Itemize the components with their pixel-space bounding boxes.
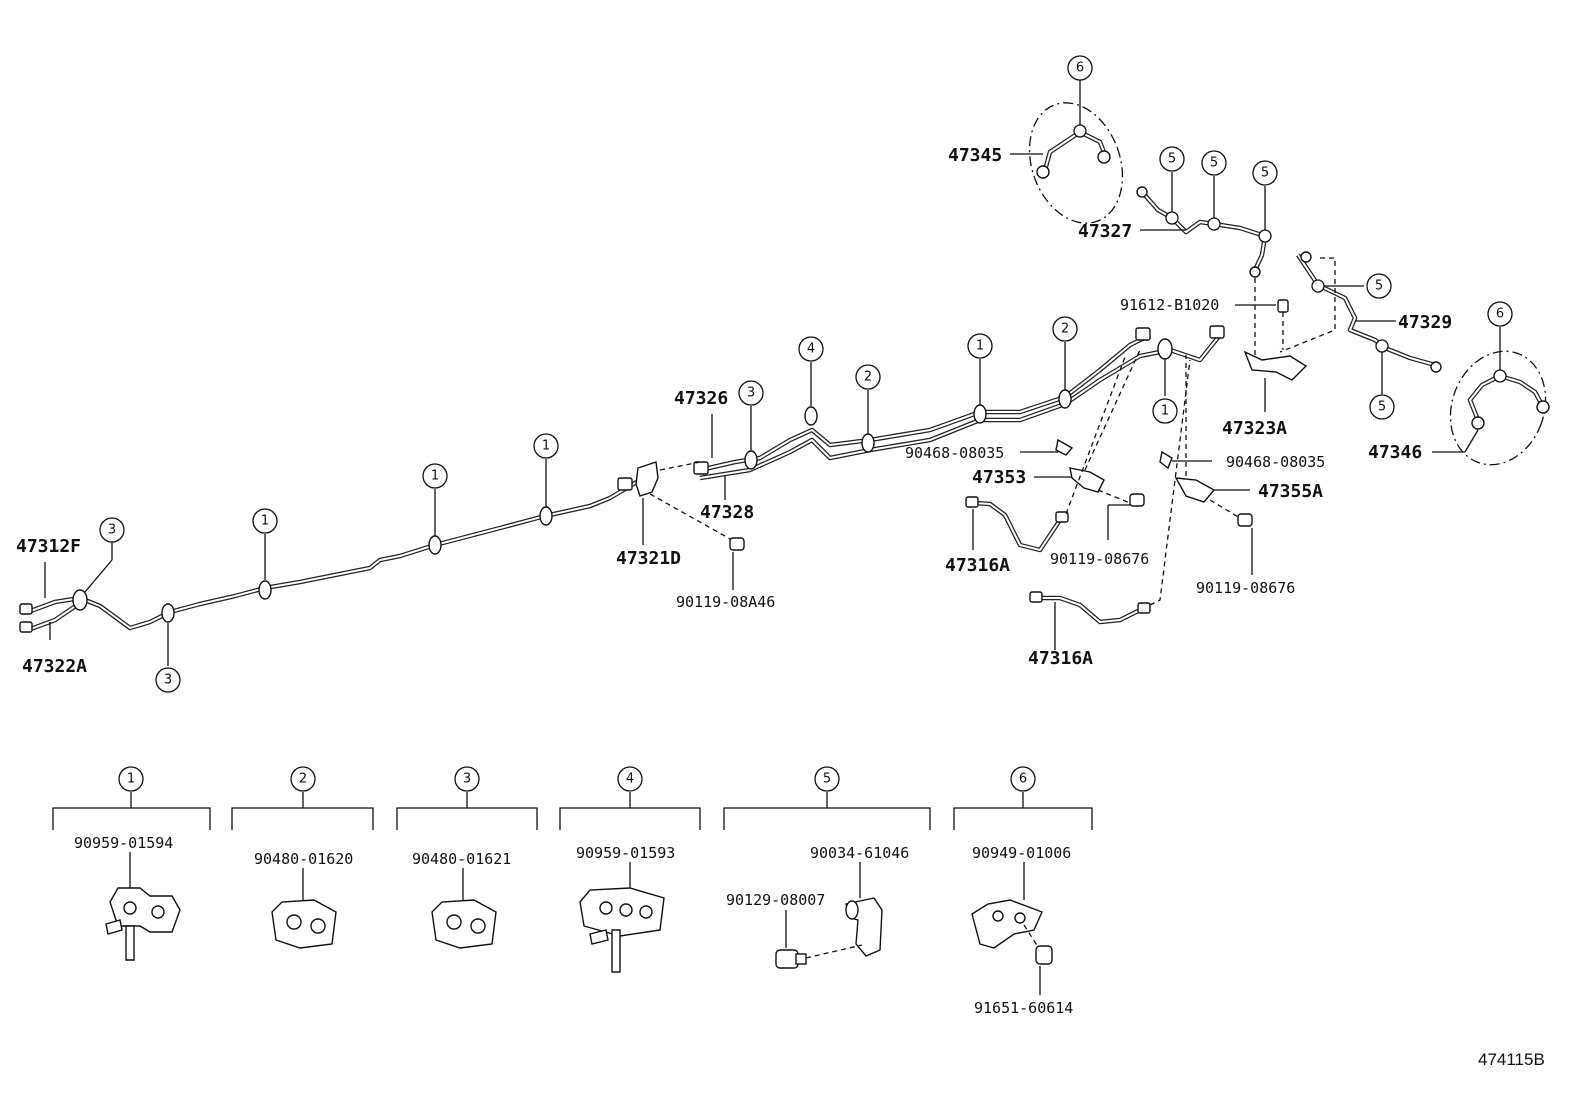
hose-47345-group bbox=[1010, 80, 1124, 224]
reference-code: 474115B bbox=[1478, 1050, 1545, 1069]
svg-text:2: 2 bbox=[864, 370, 872, 385]
clamp-1-drawing bbox=[105, 852, 181, 961]
label-90119-08A46: 90119-08A46 bbox=[676, 593, 775, 611]
label-47327: 47327 bbox=[1078, 221, 1132, 242]
legend-part-4: 90959-01593 bbox=[576, 844, 675, 862]
callout-1a: 1 bbox=[967, 333, 993, 359]
callout-1d: 1 bbox=[422, 463, 448, 489]
tube-47327 bbox=[1136, 172, 1272, 355]
svg-text:5: 5 bbox=[1261, 166, 1269, 181]
legend-part-5-bolt: 90129-08007 bbox=[726, 891, 825, 909]
label-47321D: 47321D bbox=[616, 548, 681, 569]
label-47312F: 47312F bbox=[16, 536, 81, 557]
svg-text:1: 1 bbox=[542, 439, 550, 454]
label-90468-08035-b: 90468-08035 bbox=[1226, 453, 1325, 471]
bracket-47321D bbox=[635, 461, 745, 590]
bracket-47323A bbox=[1235, 299, 1308, 412]
label-47355A: 47355A bbox=[1258, 481, 1323, 502]
callout-3b: 3 bbox=[99, 517, 125, 543]
callout-2a: 2 bbox=[1052, 316, 1078, 342]
label-47316A-b: 47316A bbox=[1028, 648, 1093, 669]
callout-6b: 6 bbox=[1487, 301, 1513, 327]
hose-47346-group bbox=[1432, 327, 1550, 466]
label-47323A: 47323A bbox=[1222, 418, 1287, 439]
label-91612-B1020: 91612-B1020 bbox=[1120, 296, 1219, 314]
label-90468-08035-a: 90468-08035 bbox=[905, 444, 1004, 462]
label-47345: 47345 bbox=[948, 145, 1002, 166]
legend-callout-6: 6 bbox=[1010, 766, 1036, 792]
svg-text:1: 1 bbox=[1161, 404, 1169, 419]
callout-5b: 5 bbox=[1201, 150, 1227, 176]
svg-text:2: 2 bbox=[1061, 322, 1069, 337]
callout-2b: 2 bbox=[855, 364, 881, 390]
part-labels: 47345 47327 91612-B1020 47329 47323A 473… bbox=[16, 145, 1452, 677]
callout-3c: 3 bbox=[155, 667, 181, 693]
label-47322A: 47322A bbox=[22, 656, 87, 677]
callout-6a: 6 bbox=[1067, 55, 1093, 81]
svg-text:1: 1 bbox=[976, 339, 984, 354]
callout-5d: 5 bbox=[1366, 273, 1392, 299]
svg-text:3: 3 bbox=[747, 386, 755, 401]
main-brake-tube bbox=[19, 325, 1225, 633]
bracket-47353 bbox=[1020, 349, 1145, 540]
svg-text:5: 5 bbox=[823, 772, 831, 787]
callout-5c: 5 bbox=[1252, 160, 1278, 186]
svg-text:6: 6 bbox=[1019, 772, 1027, 787]
legend-part-1: 90959-01594 bbox=[74, 834, 173, 852]
label-90119-08676-a: 90119-08676 bbox=[1050, 550, 1149, 568]
legend-part-5: 90034-61046 bbox=[810, 844, 909, 862]
legend-part-6-bolt: 91651-60614 bbox=[974, 999, 1073, 1017]
svg-text:6: 6 bbox=[1496, 307, 1504, 322]
legend-callout-4: 4 bbox=[617, 766, 643, 792]
svg-text:5: 5 bbox=[1210, 156, 1218, 171]
tube-47329 bbox=[1279, 251, 1442, 394]
callout-4a: 4 bbox=[798, 336, 824, 362]
svg-text:1: 1 bbox=[431, 469, 439, 484]
svg-text:3: 3 bbox=[108, 523, 116, 538]
hose-47316A-upper bbox=[965, 356, 1126, 553]
legend-callout-5: 5 bbox=[814, 766, 840, 792]
legend-callout-1: 1 bbox=[118, 766, 144, 792]
legend-callout-3: 3 bbox=[454, 766, 480, 792]
label-47346: 47346 bbox=[1368, 442, 1422, 463]
label-47316A-a: 47316A bbox=[945, 555, 1010, 576]
label-47329: 47329 bbox=[1398, 312, 1452, 333]
callout-5e: 5 bbox=[1369, 394, 1395, 420]
legend-callout-2: 2 bbox=[290, 766, 316, 792]
clamp-legend: 1 2 3 4 5 6 90959-01594 90480-01620 9048… bbox=[52, 766, 1093, 1017]
label-47328: 47328 bbox=[700, 502, 754, 523]
label-47326: 47326 bbox=[674, 388, 728, 409]
svg-text:2: 2 bbox=[299, 772, 307, 787]
svg-text:6: 6 bbox=[1076, 61, 1084, 76]
svg-text:4: 4 bbox=[807, 342, 815, 357]
callout-1c: 1 bbox=[533, 433, 559, 459]
clamp-4-drawing bbox=[579, 862, 665, 973]
leaders-main bbox=[44, 342, 1166, 666]
svg-text:1: 1 bbox=[261, 514, 269, 529]
hose-47316A-lower bbox=[1029, 359, 1191, 650]
callout-1b: 1 bbox=[1152, 398, 1178, 424]
legend-part-2: 90480-01620 bbox=[254, 850, 353, 868]
svg-text:3: 3 bbox=[164, 673, 172, 688]
legend-part-3: 90480-01621 bbox=[412, 850, 511, 868]
svg-text:4: 4 bbox=[626, 772, 634, 787]
svg-text:5: 5 bbox=[1375, 279, 1383, 294]
bracket-47355A bbox=[1159, 355, 1253, 575]
callout-5a: 5 bbox=[1159, 146, 1185, 172]
svg-text:1: 1 bbox=[127, 772, 135, 787]
legend-part-6: 90949-01006 bbox=[972, 844, 1071, 862]
clamp-6-drawing bbox=[971, 862, 1053, 995]
clamp-5-drawing bbox=[775, 862, 883, 969]
clamp-2-drawing bbox=[271, 868, 337, 949]
svg-text:5: 5 bbox=[1168, 152, 1176, 167]
callout-1e: 1 bbox=[252, 508, 278, 534]
callout-3a: 3 bbox=[738, 380, 764, 406]
clamp-3-drawing bbox=[431, 868, 497, 949]
label-90119-08676-b: 90119-08676 bbox=[1196, 579, 1295, 597]
svg-text:3: 3 bbox=[463, 772, 471, 787]
svg-text:5: 5 bbox=[1378, 400, 1386, 415]
label-47353: 47353 bbox=[972, 467, 1026, 488]
